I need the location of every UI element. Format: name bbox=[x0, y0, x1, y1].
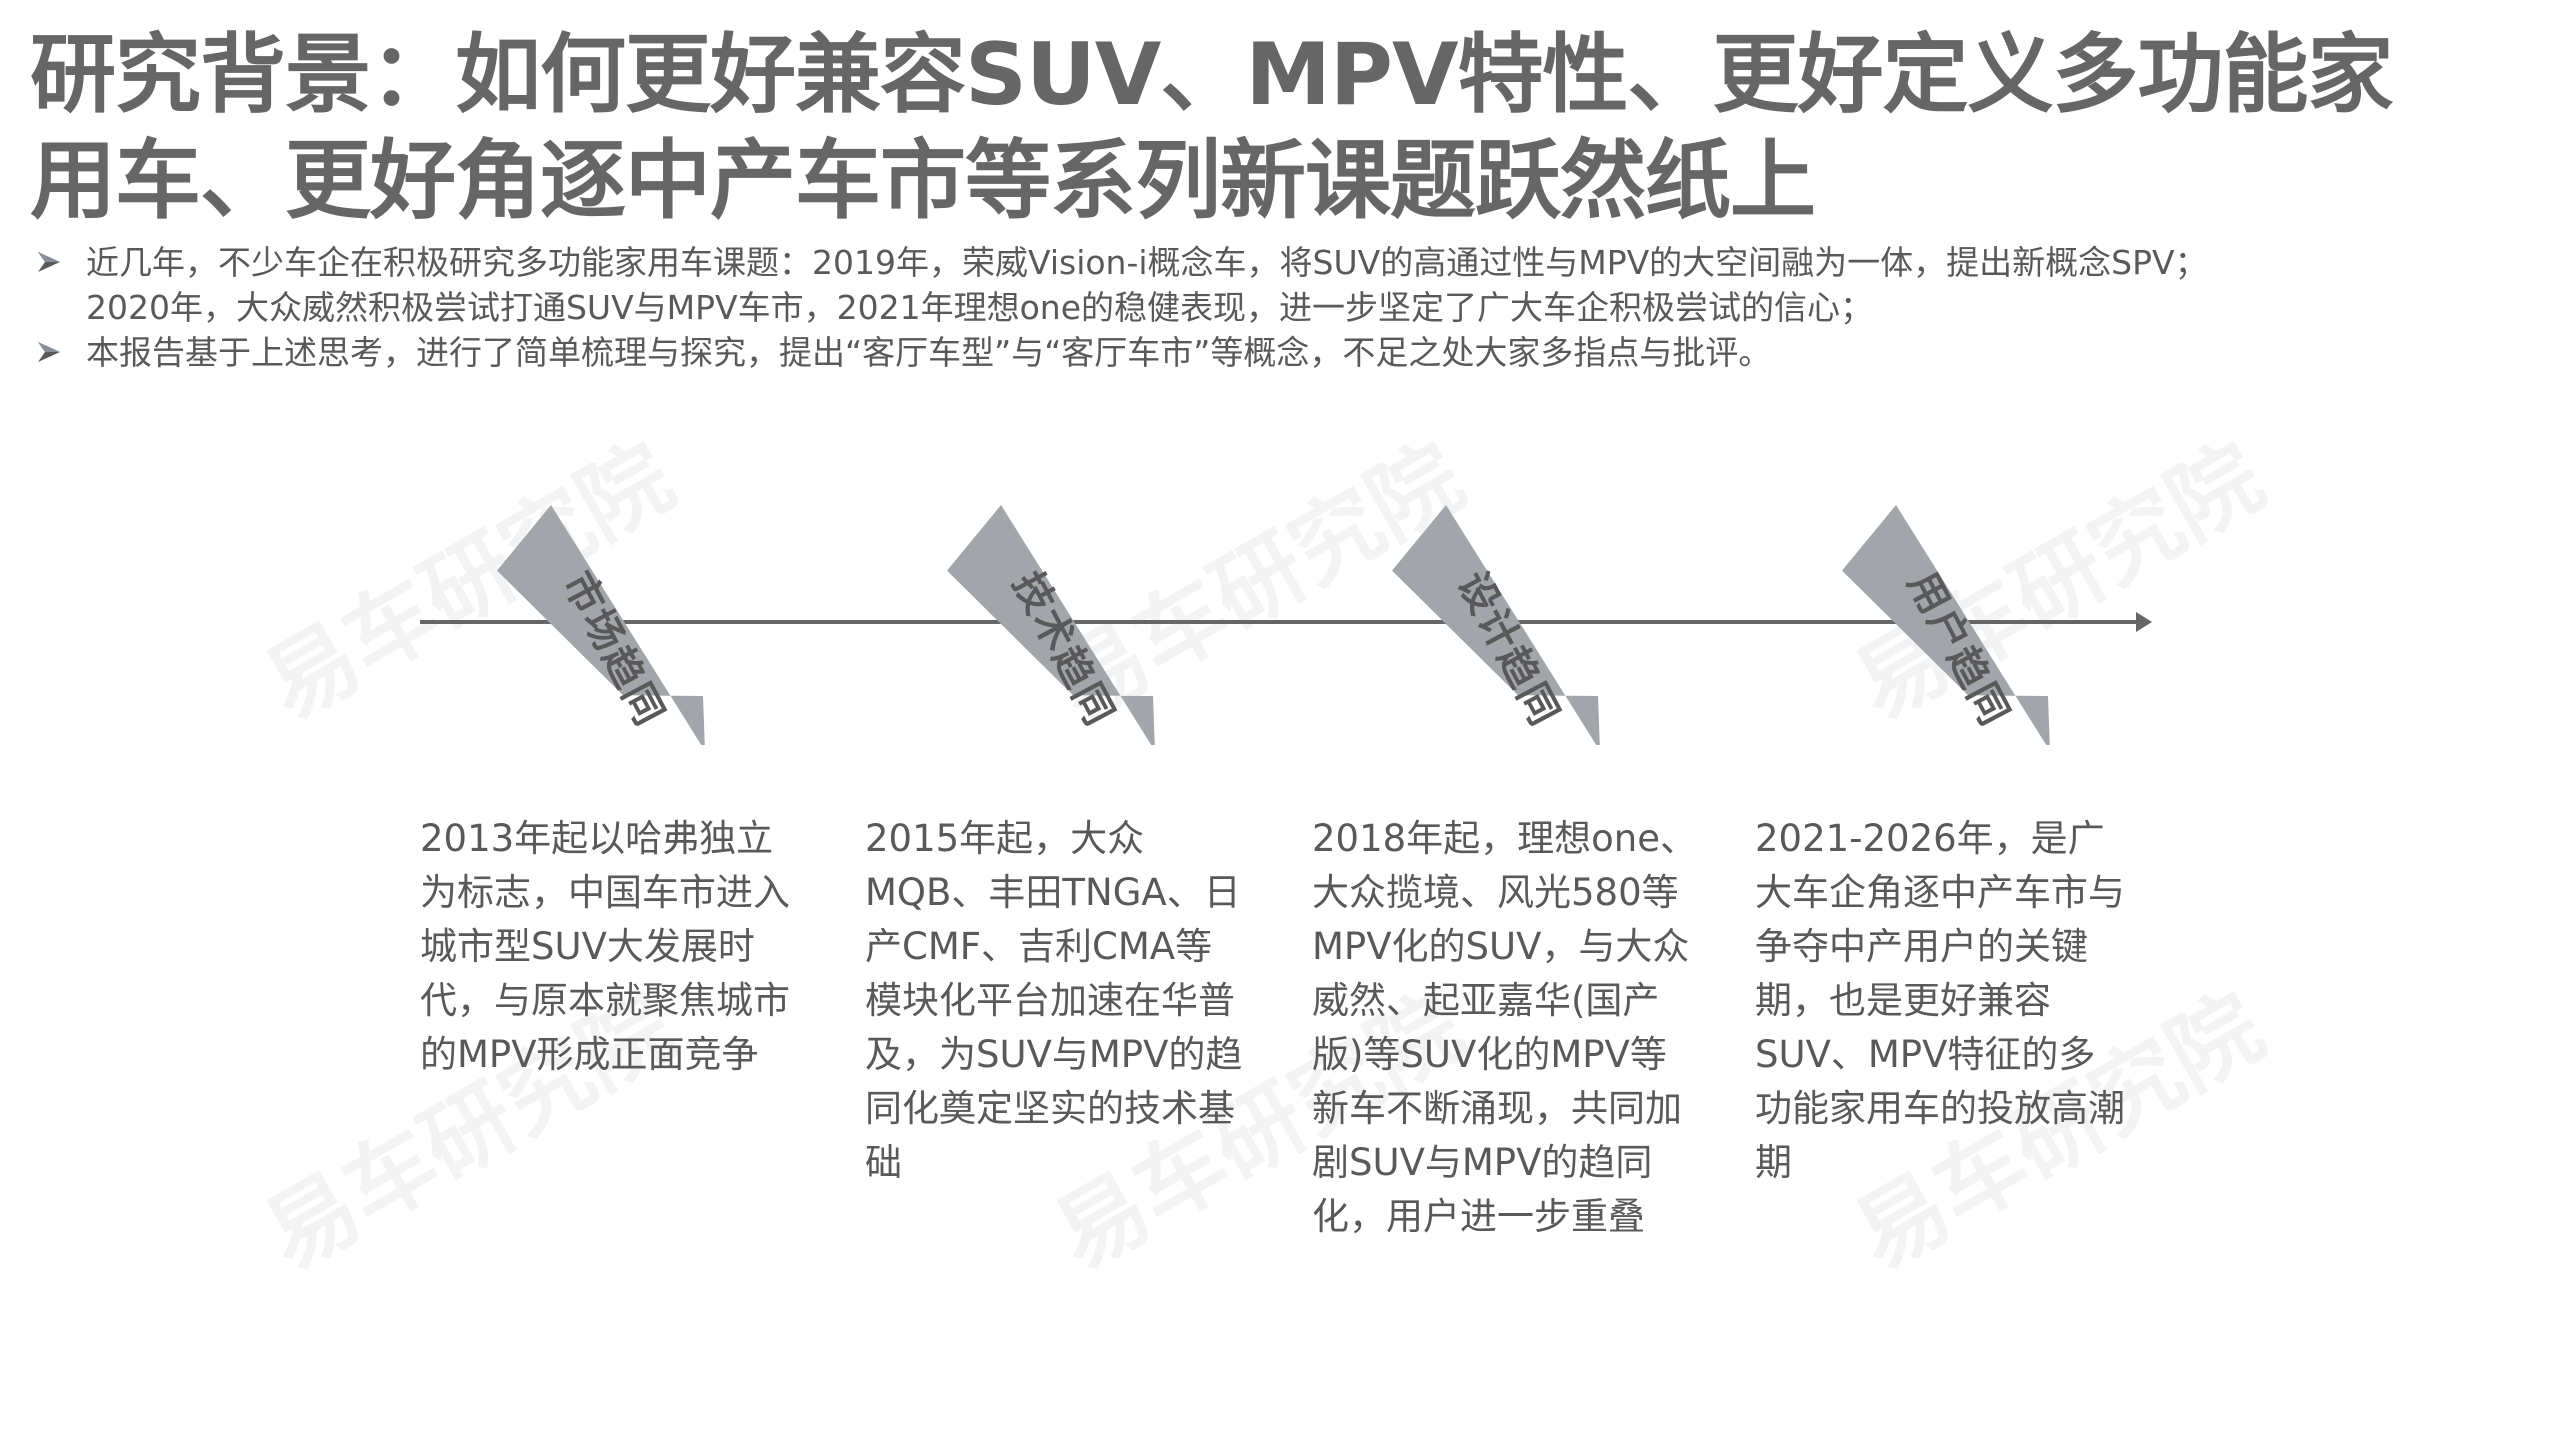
description-line: 版)等SUV化的MPV等 bbox=[1312, 1033, 1667, 1076]
description-line: MPV化的SUV，与大众 bbox=[1312, 925, 1690, 968]
description-line: 为标志，中国车市进入 bbox=[420, 871, 790, 914]
stage-tag-market: 市场趋同 bbox=[485, 505, 725, 745]
stage-description-user: 2021-2026年，是广 大车企角逐中产车市与 争夺中产用户的关键 期，也是更… bbox=[1755, 812, 2155, 1190]
bullet-item: 本报告基于上述思考，进行了简单梳理与探究，提出“客厅车型”与“客厅车市”等概念，… bbox=[36, 330, 2536, 375]
arrow-bullet-icon bbox=[38, 252, 60, 272]
description-line: 2013年起以哈弗独立 bbox=[420, 817, 774, 860]
description-line: 化，用户进一步重叠 bbox=[1312, 1195, 1645, 1238]
page-title: 研究背景：如何更好兼容SUV、MPV特性、更好定义多功能家 用车、更好角逐中产车… bbox=[30, 22, 2530, 234]
stage-description-market: 2013年起以哈弗独立 为标志，中国车市进入 城市型SUV大发展时 代，与原本就… bbox=[420, 812, 820, 1082]
description-line: 同化奠定坚实的技术基 bbox=[865, 1087, 1235, 1130]
description-line: SUV、MPV特征的多 bbox=[1755, 1033, 2096, 1076]
description-line: 2015年起，大众 bbox=[865, 817, 1145, 860]
description-line: 大车企角逐中产车市与 bbox=[1755, 871, 2125, 914]
description-line: MQB、丰田TNGA、日 bbox=[865, 871, 1241, 914]
stage-tag-user: 用户趋同 bbox=[1830, 505, 2070, 745]
description-line: 威然、起亚嘉华(国产 bbox=[1312, 979, 1660, 1022]
bullet-item: 近几年，不少车企在积极研究多功能家用车课题：2019年，荣威Vision-i概念… bbox=[36, 240, 2536, 330]
description-line: 代，与原本就聚焦城市 bbox=[420, 979, 790, 1022]
page-title-line-2: 用车、更好角逐中产车市等系列新课题跃然纸上 bbox=[30, 131, 1816, 231]
timeline-line bbox=[420, 620, 2138, 624]
description-line: 的MPV形成正面竞争 bbox=[420, 1033, 759, 1076]
bullet-text-line: 近几年，不少车企在积极研究多功能家用车课题：2019年，荣威Vision-i概念… bbox=[86, 243, 2208, 282]
stage-description-technology: 2015年起，大众 MQB、丰田TNGA、日 产CMF、吉利CMA等 模块化平台… bbox=[865, 812, 1265, 1190]
bullet-text-line: 本报告基于上述思考，进行了简单梳理与探究，提出“客厅车型”与“客厅车市”等概念，… bbox=[86, 333, 1772, 372]
bullet-text-line: 2020年，大众威然积极尝试打通SUV与MPV车市，2021年理想one的稳健表… bbox=[86, 288, 1873, 327]
chevron-tag-shape-icon bbox=[1842, 505, 2050, 745]
description-line: 2018年起，理想one、 bbox=[1312, 817, 1698, 860]
timeline-arrowhead-icon bbox=[2136, 612, 2152, 632]
chevron-tag-shape-icon bbox=[497, 505, 705, 745]
stage-tag-design: 设计趋同 bbox=[1380, 505, 1620, 745]
description-line: 大众揽境、风光580等 bbox=[1312, 871, 1679, 914]
page-title-line-1: 研究背景：如何更好兼容SUV、MPV特性、更好定义多功能家 bbox=[30, 25, 2394, 125]
description-line: 争夺中产用户的关键 bbox=[1755, 925, 2088, 968]
description-line: 期 bbox=[1755, 1141, 1792, 1184]
chevron-tag-shape-icon bbox=[947, 505, 1155, 745]
description-line: 城市型SUV大发展时 bbox=[420, 925, 755, 968]
chevron-tag-shape-icon bbox=[1392, 505, 1600, 745]
description-line: 2021-2026年，是广 bbox=[1755, 817, 2105, 860]
stage-tag-technology: 技术趋同 bbox=[935, 505, 1175, 745]
description-line: 产CMF、吉利CMA等 bbox=[865, 925, 1213, 968]
description-line: 础 bbox=[865, 1141, 902, 1184]
description-line: 模块化平台加速在华普 bbox=[865, 979, 1235, 1022]
description-line: 剧SUV与MPV的趋同 bbox=[1312, 1141, 1653, 1184]
bullet-list: 近几年，不少车企在积极研究多功能家用车课题：2019年，荣威Vision-i概念… bbox=[36, 240, 2536, 375]
description-line: 及，为SUV与MPV的趋 bbox=[865, 1033, 1243, 1076]
arrow-bullet-icon bbox=[38, 342, 60, 362]
description-line: 新车不断涌现，共同加 bbox=[1312, 1087, 1682, 1130]
stage-description-design: 2018年起，理想one、 大众揽境、风光580等 MPV化的SUV，与大众 威… bbox=[1312, 812, 1712, 1244]
description-line: 期，也是更好兼容 bbox=[1755, 979, 2051, 1022]
description-line: 功能家用车的投放高潮 bbox=[1755, 1087, 2125, 1130]
